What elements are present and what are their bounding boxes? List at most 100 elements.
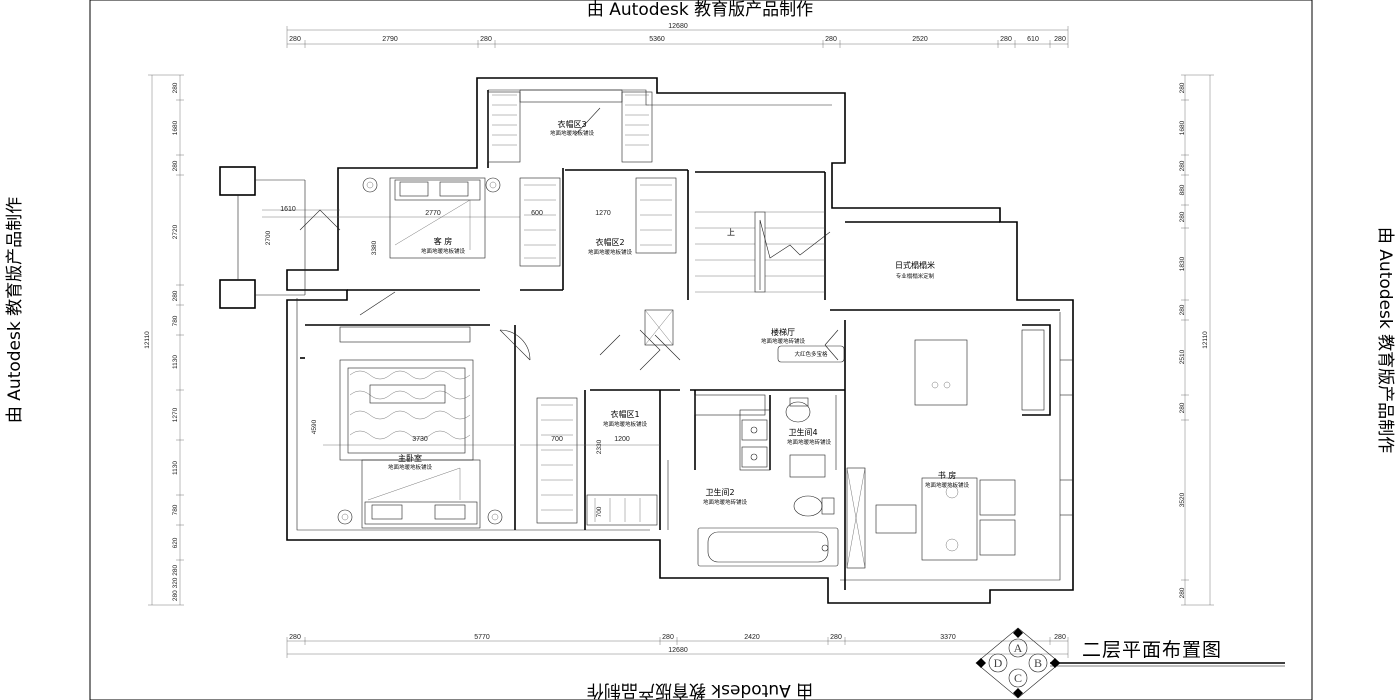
- room-master-name: 主卧室: [398, 453, 422, 463]
- top-dim-8: 610: [1027, 36, 1039, 43]
- top-dimension-chain: 12680 280 2790 280 5360 280 2520 280 610…: [286, 23, 1069, 48]
- bottom-dim-3: 280: [662, 634, 674, 641]
- bottom-dim-6: 3370: [940, 634, 956, 641]
- room-closet2-name: 衣帽区2: [595, 237, 624, 247]
- bathroom-fixtures: [667, 394, 866, 569]
- svg-text:1200: 1200: [614, 436, 630, 443]
- watermark-left: 由 Autodesk 教育版产品制作: [5, 197, 25, 423]
- room-master-floor: 地面地暖地板铺设: [388, 463, 433, 471]
- room-stairhall-name: 楼梯厅: [771, 327, 795, 337]
- svg-text:1610: 1610: [280, 206, 296, 213]
- right-dim-11: 280: [1179, 587, 1186, 598]
- left-dim-3: 280: [172, 160, 179, 171]
- right-dim-10: 3520: [1179, 492, 1186, 507]
- right-dim-3: 280: [1179, 160, 1186, 171]
- room-closet1-name: 衣帽区1: [610, 409, 639, 419]
- room-bath4-name: 卫生间4: [788, 427, 817, 437]
- right-dim-9: 280: [1179, 402, 1186, 413]
- svg-text:3380: 3380: [371, 240, 378, 255]
- title-block-logo: A B C D: [975, 627, 1061, 699]
- room-closet3-name: 衣帽区3: [557, 119, 586, 129]
- room-study-name: 书 房: [938, 470, 957, 480]
- bottom-dim-5: 280: [830, 634, 842, 641]
- room-labels: 衣帽区3 地面地暖地板铺设 客 房 地面地暖地板铺设 衣帽区2 地面地暖地板铺设…: [388, 119, 970, 506]
- guest-room-furniture: [362, 177, 501, 259]
- watermark-bottom: 由 Autodesk 教育版产品制作: [587, 680, 813, 700]
- room-guest-floor: 地面地暖地板铺设: [421, 247, 466, 255]
- right-dim-7: 280: [1179, 304, 1186, 315]
- interior-dimensions: 1610 2700 2770 3380 600 1270 3730 4590 7…: [262, 206, 660, 517]
- door-swings: [299, 107, 839, 371]
- room-stairhall-floor: 地面地暖地砖铺设: [761, 337, 806, 345]
- bottom-total-dim: 12680: [668, 647, 688, 654]
- left-dim-8: 1270: [172, 407, 179, 422]
- room-closet1-floor: 地面地暖地板铺设: [603, 420, 648, 428]
- left-dim-11: 620: [172, 537, 179, 548]
- svg-text:600: 600: [531, 210, 543, 217]
- master-room-furniture: [337, 326, 503, 529]
- left-dim-5: 280: [172, 290, 179, 301]
- bottom-dim-2: 5770: [474, 634, 490, 641]
- study-furniture: [875, 324, 1073, 561]
- top-dim-5: 280: [825, 36, 837, 43]
- drawing-title: 二层平面布置图: [1082, 639, 1222, 661]
- left-dim-1: 280: [172, 82, 179, 93]
- top-dim-2: 2790: [382, 36, 398, 43]
- svg-text:4590: 4590: [311, 419, 318, 434]
- bottom-dimension-chain: 280 5770 280 2420 280 3370 280 12680: [286, 634, 1069, 658]
- top-dim-7: 280: [1000, 36, 1012, 43]
- right-dim-5: 280: [1179, 211, 1186, 222]
- exterior-walls: [286, 77, 1074, 604]
- display-shelf-outline: [777, 345, 845, 363]
- svg-text:3730: 3730: [412, 436, 428, 443]
- room-guest-name: 客 房: [434, 236, 453, 246]
- left-dim-6: 780: [172, 315, 179, 326]
- right-dim-1: 280: [1179, 82, 1186, 93]
- right-dimension-chain: 12110 280 1680 280 880 280 1830 280 2510…: [1179, 74, 1214, 606]
- right-dim-4: 880: [1179, 184, 1186, 195]
- room-closet2-floor: 地面地暖地板铺设: [588, 248, 633, 256]
- room-bath4-floor: 地面地暖地砖铺设: [787, 438, 832, 446]
- watermark-top: 由 Autodesk 教育版产品制作: [587, 0, 813, 20]
- left-dimension-chain: 12110 280 1680 280 2720 280 780 1130 127…: [144, 74, 184, 606]
- logo-letter-a: A: [1014, 641, 1023, 655]
- left-dim-4: 2720: [172, 224, 179, 239]
- left-dim-7: 1130: [172, 355, 179, 369]
- sheet-frame: [89, 0, 1313, 700]
- left-total-dim: 12110: [144, 331, 151, 349]
- room-tatami-floor: 专业榻榻米定制: [896, 272, 935, 280]
- room-bath2-name: 卫生间2: [705, 487, 734, 497]
- guest-balcony: [219, 166, 340, 309]
- top-dim-9: 280: [1054, 36, 1066, 43]
- svg-text:2330: 2330: [596, 439, 603, 454]
- left-dim-12: 280 320 280: [172, 565, 179, 602]
- display-shelf-label: 大红色多宝格: [794, 350, 828, 358]
- right-dim-8: 2510: [1179, 349, 1186, 364]
- bottom-dim-7: 280: [1054, 634, 1066, 641]
- bottom-dim-4: 2420: [744, 634, 760, 641]
- room-study-floor: 地面地暖地板铺设: [925, 481, 970, 489]
- right-dim-6: 1830: [1179, 256, 1186, 271]
- logo-letter-d: D: [994, 656, 1003, 670]
- left-dim-10: 780: [172, 504, 179, 515]
- room-tatami-name: 日式榻榻米: [895, 260, 935, 270]
- bottom-dim-1: 280: [289, 634, 301, 641]
- svg-text:700: 700: [551, 436, 563, 443]
- left-dim-2: 1680: [172, 120, 179, 135]
- top-dim-6: 2520: [912, 36, 928, 43]
- logo-letter-b: B: [1034, 656, 1042, 670]
- top-dim-1: 280: [289, 36, 301, 43]
- top-total-dim: 12680: [668, 23, 688, 30]
- svg-text:1270: 1270: [595, 210, 611, 217]
- staircase: [695, 211, 831, 293]
- right-dim-2: 1680: [1179, 120, 1186, 135]
- top-dim-3: 280: [480, 36, 492, 43]
- stairs-up-label: 上: [727, 228, 735, 237]
- wardrobes: [487, 89, 677, 526]
- top-dim-4: 5360: [649, 36, 665, 43]
- room-bath2-floor: 地面地暖地砖铺设: [703, 498, 748, 506]
- svg-text:700: 700: [596, 506, 603, 517]
- watermark-right: 由 Autodesk 教育版产品制作: [1375, 227, 1395, 453]
- svg-text:2700: 2700: [265, 230, 272, 245]
